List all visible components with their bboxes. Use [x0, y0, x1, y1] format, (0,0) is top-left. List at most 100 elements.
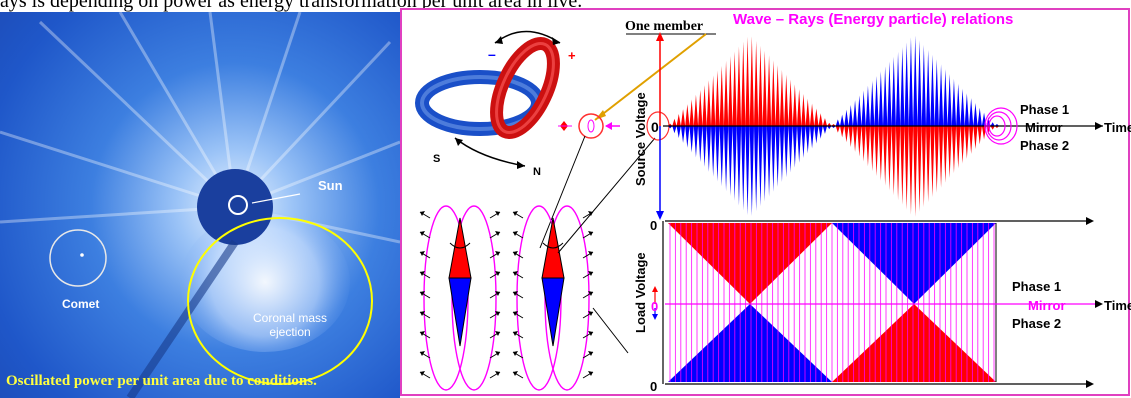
load-phase1-top-right: [832, 223, 996, 304]
source-spike-up: [947, 73, 952, 126]
sun-label: Sun: [318, 178, 343, 193]
field-arrowhead: [513, 311, 518, 316]
dipole-field-figures: [419, 137, 656, 391]
source-voltage-waveform: [668, 35, 1000, 217]
source-spike-up: [969, 98, 974, 126]
load-phase1-top-left: [668, 223, 832, 304]
field-arrowhead: [420, 351, 425, 356]
source-spike-down: [732, 126, 737, 201]
sun-pointer: [251, 193, 301, 204]
source-spike-up: [904, 42, 909, 127]
field-arrowhead: [420, 311, 425, 316]
source-spike-up: [900, 47, 905, 126]
bottom-caption: Oscillated power per unit area due to co…: [6, 373, 317, 389]
sun-marker: [228, 195, 248, 215]
time-top: Time: [1104, 120, 1131, 135]
source-spike-up: [977, 107, 982, 126]
source-spike-up: [908, 37, 914, 126]
source-spike-up: [689, 99, 694, 126]
source-spike-up: [926, 49, 931, 126]
source-spike-up: [736, 46, 742, 126]
source-spike-down: [758, 126, 763, 207]
source-spike-down: [934, 126, 939, 193]
source-spike-down: [964, 126, 969, 159]
source-spike-up: [801, 93, 806, 126]
field-arrowhead: [495, 231, 500, 236]
source-spike-down: [921, 126, 926, 207]
comet-circle: [49, 229, 107, 287]
field-arrowhead: [513, 271, 518, 276]
source-spike-down: [749, 126, 754, 216]
source-spike-down: [969, 126, 974, 154]
source-spike-up: [934, 59, 939, 126]
source-spike-down: [913, 126, 918, 217]
source-spike-down: [762, 126, 767, 202]
source-spike-down: [840, 126, 845, 138]
torus-pair: [415, 37, 560, 139]
phase2-top: Phase 2: [1020, 138, 1069, 153]
source-spike-down: [779, 126, 785, 183]
cme-label-line2: ejection: [269, 325, 310, 339]
phase2-bottom: Phase 2: [1012, 316, 1061, 331]
field-arrowhead: [420, 291, 425, 296]
source-spike-up: [758, 45, 763, 126]
source-spike-up: [762, 50, 767, 126]
source-spike-up: [874, 76, 879, 126]
source-spike-up: [844, 109, 849, 126]
dipole-pointer: [592, 307, 629, 354]
field-arrowhead: [588, 231, 593, 236]
field-arrowhead: [495, 211, 500, 216]
dipole-arc: [542, 242, 564, 249]
source-spike-up: [784, 74, 789, 126]
minus-sign: –: [488, 46, 496, 62]
one-member-label: One member: [625, 19, 703, 34]
source-spike-down: [938, 126, 944, 188]
source-spike-down: [891, 126, 896, 196]
source-spike-up: [822, 118, 828, 126]
source-spike-down: [827, 126, 832, 130]
source-spike-up: [956, 83, 961, 126]
field-arrowhead: [588, 331, 593, 336]
source-spike-up: [719, 65, 724, 126]
zero-load-bottom: 0: [650, 379, 657, 394]
source-spike-up: [732, 51, 737, 126]
source-spike-down: [990, 126, 995, 130]
source-spike-down: [685, 126, 690, 148]
source-spike-down: [818, 126, 823, 139]
field-arrowhead: [495, 291, 500, 296]
source-spike-up: [852, 100, 858, 126]
source-spike-up: [930, 54, 935, 127]
field-arrowhead: [513, 291, 518, 296]
member-circle: [578, 113, 604, 139]
source-spike-up: [840, 114, 845, 126]
load-phase2-bottom-right: [832, 304, 996, 382]
phase1-top: Phase 1: [1020, 102, 1069, 117]
field-arrowhead: [588, 371, 593, 376]
field-arrowhead: [420, 251, 425, 256]
field-arrowhead: [420, 231, 425, 236]
source-spike-down: [745, 126, 750, 216]
phase1-bottom: Phase 1: [1012, 279, 1061, 294]
source-spike-up: [964, 93, 969, 126]
source-spike-down: [977, 126, 982, 145]
source-spike-up: [775, 65, 780, 126]
source-spike-down: [698, 126, 703, 163]
source-spike-down: [852, 126, 858, 152]
source-spike-down: [736, 126, 742, 206]
source-spike-down: [766, 126, 772, 197]
source-spike-down: [754, 126, 759, 212]
source-spike-down: [805, 126, 810, 154]
source-spike-down: [895, 126, 901, 201]
source-spike-up: [741, 41, 746, 127]
source-spike-up: [715, 70, 720, 126]
source-spike-down: [788, 126, 793, 173]
field-arrowhead: [495, 251, 500, 256]
source-spike-up: [680, 109, 686, 126]
field-arrowhead: [588, 271, 593, 276]
cme-cloud: [180, 212, 350, 352]
source-spike-down: [973, 126, 978, 150]
source-spike-down: [719, 126, 724, 187]
source-spike-down: [801, 126, 806, 159]
source-spike-up: [883, 66, 888, 126]
source-spike-up: [818, 113, 823, 126]
